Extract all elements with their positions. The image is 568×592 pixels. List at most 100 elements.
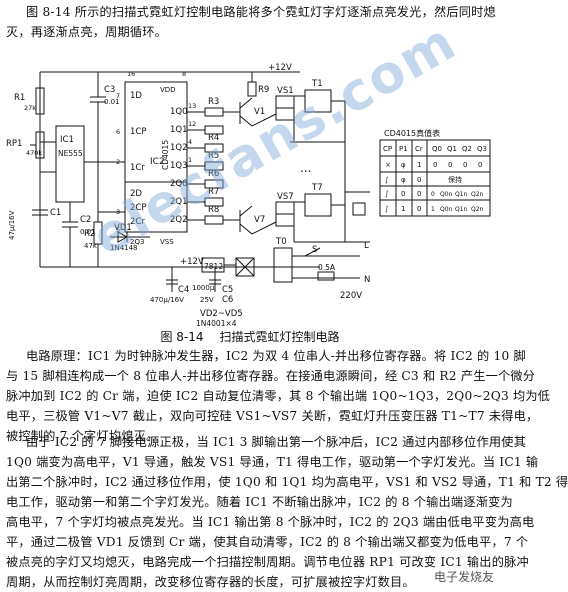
ellipsis: ... [300,161,311,175]
pin1: 1 [188,156,192,164]
truth-table-title: CD4015真值表 [384,128,440,138]
ic2-pin-vss: VSS [160,238,174,246]
pin3: 3 [116,208,120,216]
r1-value: 27k [24,104,36,112]
out-1q2: 1Q2 [170,143,188,153]
pin5: 5 [116,226,120,234]
tt-r2-q1: Q0n [440,191,453,198]
tt-h-q0: Q0 [432,145,442,153]
r6-label: R6 [208,169,219,179]
rp1-label: RP1 [6,139,22,149]
tt-h-q2: Q2 [462,145,472,153]
tt-h-cp: CP [383,145,392,153]
c6-value: 25V [200,296,214,304]
switch-label: S [312,245,317,255]
tt-r0-q1: 0 [448,161,452,169]
body-paragraph-2: 由于 IC2 的 7 脚接电源正极，当 IC1 3 脚输出第一个脉冲后，IC2 … [6,432,568,592]
v7-label: V7 [254,215,265,225]
c4-label: C4 [178,285,189,295]
c5-label: C5 [222,285,233,295]
tt-r3-cr: 0 [417,205,421,213]
vs7-label: VS7 [277,192,294,202]
pin16: 16 [127,70,135,78]
pin12: 12 [188,120,196,128]
tt-h-cr: Cr [415,145,423,153]
fuse-label: 0.5A [318,263,336,272]
out-2q2: 2Q2 [170,215,188,225]
body1-line: 电路原理：IC1 为时钟脉冲发生器，IC2 为双 4 位串人-并出移位寄存器。将… [26,349,526,363]
tt-r3-cp: ∫ [385,205,389,213]
tt-r3-q2: Q1n [455,206,468,213]
ic2-pin-2d: 2D [130,189,142,199]
tt-r1-p1: φ [401,176,406,184]
body1-line: 与 15 脚相连构成一个 8 位串人-并出移位寄存器。在接通电源瞬间，经 C3 … [6,369,536,383]
body2-line: 平，通过二极管 VD1 反馈到 Cr 端，使其自动清零，IC2 的 8 个输出端… [6,535,529,549]
corner-watermark: 电子发烧友 [433,570,494,584]
vd1-label: VD1 [114,223,132,233]
out-1q3: 1Q3 [170,161,188,171]
pin13: 13 [188,102,196,110]
rp1-value: 470k [26,149,42,157]
vs1-label: VS1 [277,86,294,96]
body2-line: 电工作，驱动第一和第二个字灯发光。随着 IC1 不断输出脉冲，IC2 的 8 个… [6,495,513,509]
tt-h-q1: Q1 [447,145,457,153]
intro-line: 灭，再逐渐点亮，周期循环。 [6,25,168,39]
pin8: 8 [182,70,186,78]
body2-line: 被点亮的字灯又均熄灭，电路完成一个扫描控制周期。调节电位器 RP1 可改变 IC… [6,555,529,569]
intro-line: 图 8-14 所示的扫描式霓虹灯控制电路能将多个霓虹灯字灯逐渐点亮发光，然后同时… [26,5,496,19]
ic2-part: CD4015 [161,140,170,170]
c1-value: 47μ/16V [8,210,16,240]
tt-r0-q3: 0 [478,161,482,169]
tt-r3-q1: Q0n [440,206,453,213]
figure-number: 图 8-14 [160,330,204,344]
pin4: 4 [188,138,192,146]
tt-r2-q0: 0 [431,191,435,198]
circuit-diagram: R1 27k RP1 470k C1 47μ/16V IC1 NE555 C2 … [6,63,491,328]
r3-label: R3 [208,97,219,107]
v1-label: V1 [254,107,265,117]
tt-r2-q3: Q2n [471,191,484,198]
tt-r2-cr: 0 [417,190,421,198]
body2-line: 1Q0 端变为高电平，V1 导通，触发 VS1 导通，T1 得电工作，驱动第一个… [6,455,539,469]
body1-line: 脉冲加到 IC2 的 Cr 端，迫使 IC2 自动复位清零，其 8 个输出端 1… [6,389,551,403]
line-l: L [364,241,369,251]
ic2-pin-2cr: 2Cr [130,217,145,227]
tt-r3-q3: Q2n [471,206,484,213]
body2-line: 周期，从而控制灯亮周期，改变移位寄存器的长度，可扩展被控字灯数目。 [6,575,415,589]
tt-h-q3: Q3 [477,145,487,153]
tt-r2-q2: Q1n [455,191,468,198]
ic1-name: IC1 [60,135,74,145]
r7-label: R7 [208,187,219,197]
body2-line: 由于 IC2 的 7 脚接电源正极，当 IC1 3 脚输出第一个脉冲后，IC2 … [26,435,526,449]
r8-label: R8 [208,205,219,215]
c4-value: 470μ/16V [150,296,184,304]
out-2q1: 2Q1 [170,197,188,207]
ic2-pin-1cp: 1CP [130,127,146,137]
tt-r0-q0: 0 [433,161,437,169]
c2-label: C2 [80,215,91,225]
c1-label: C1 [50,208,61,218]
vd1-value: 1N4148 [110,244,138,252]
pin6: 6 [116,128,120,136]
tt-r0-cr: 1 [417,161,421,169]
tt-r2-p1: 0 [401,190,405,198]
c2-value: 0.01 [80,228,96,236]
r9-label: R9 [258,85,269,95]
figure-title: 扫描式霓虹灯控制电路 [219,330,340,344]
tt-r1-cp: ∫ [385,176,389,184]
plus12-bottom: +12V [180,257,204,267]
body2-line: 高电平，7 个字灯均被点亮发光。当 IC1 输出第 8 个脉冲时，IC2 的 2… [6,515,535,529]
body-paragraph-1: 电路原理：IC1 为时钟脉冲发生器，IC2 为双 4 位串人-并出移位寄存器。将… [6,346,551,446]
line-n: N [364,275,370,285]
body1-line: 电平，三极管 V1~V7 截止，双向可控硅 VS1~VS7 关断，霓虹灯升压变压… [6,409,539,423]
bridge-value: 1N4001×4 [196,319,237,328]
t1-label: T1 [311,79,323,89]
out-1q1: 1Q1 [170,125,188,135]
ic2-pin-vdd: VDD [160,86,176,94]
figure-caption: 图 8-14 扫描式霓虹灯控制电路 [0,328,500,345]
tt-r3-p1: 1 [401,205,405,213]
mains-voltage: 220V [340,291,362,301]
tt-h-p1: P1 [399,145,408,153]
intro-paragraph: 图 8-14 所示的扫描式霓虹灯控制电路能将多个霓虹灯字灯逐渐点亮发光，然后同时… [6,2,496,42]
c3-value: 0.01 [104,98,120,106]
